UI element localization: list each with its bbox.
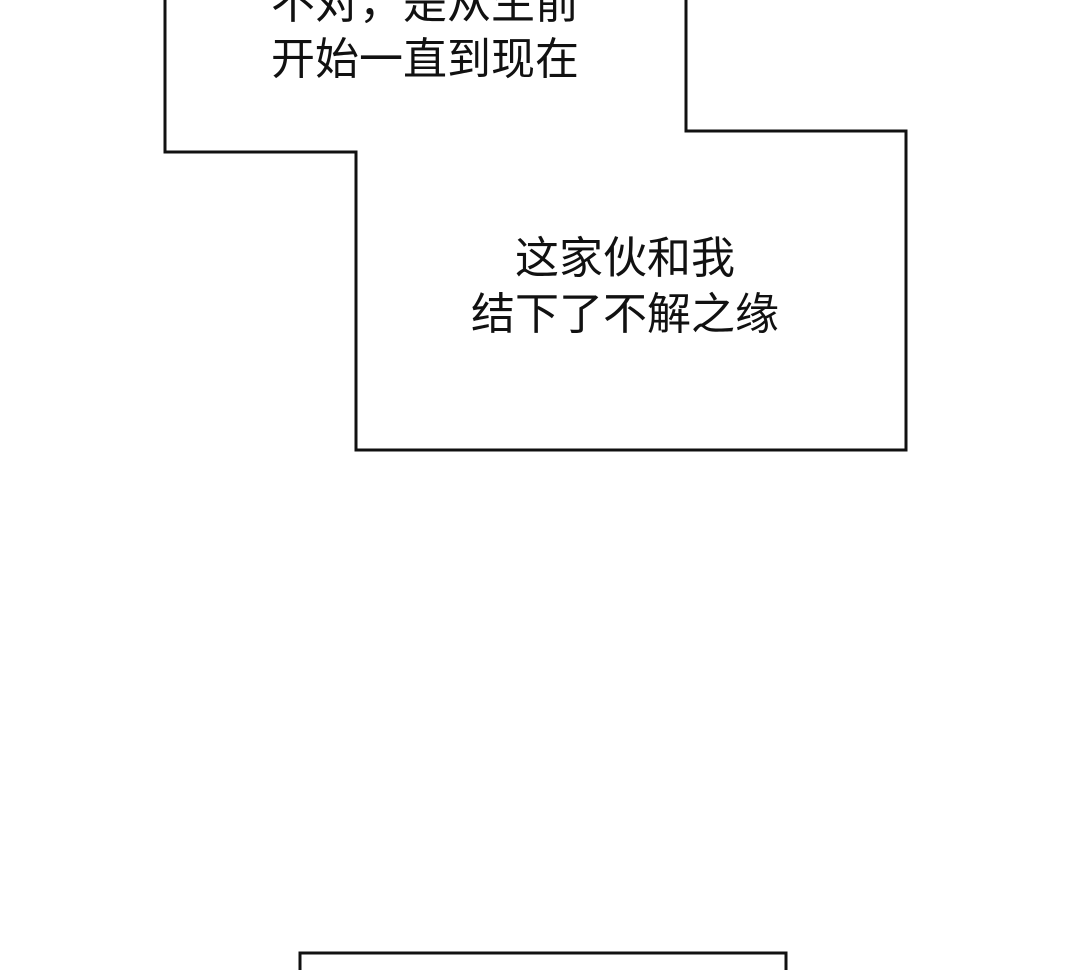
next-panel-border: [298, 951, 788, 970]
caption-middle-line-1: 这家伙和我: [515, 233, 735, 284]
caption-top-line-1: 不对，是从生前: [271, 0, 579, 29]
caption-top: 不对，是从生前 开始一直到现在: [200, 0, 650, 88]
caption-middle-line-2: 结下了不解之缘: [471, 289, 779, 340]
caption-top-line-2: 开始一直到现在: [271, 34, 579, 85]
caption-middle: 这家伙和我 结下了不解之缘: [400, 231, 850, 343]
caption-box-outline: [163, 0, 908, 452]
